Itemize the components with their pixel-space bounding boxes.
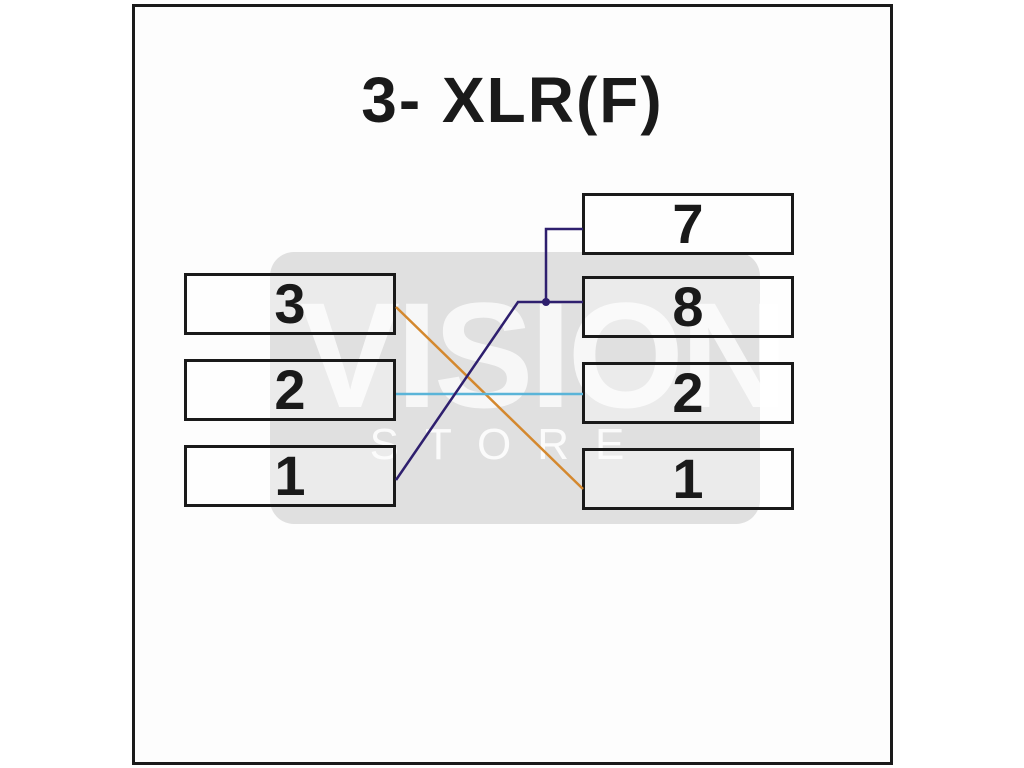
right-pin-label: 2	[672, 361, 704, 424]
diagram-title: 3- XLR(F)	[361, 64, 664, 136]
wire-junction-dot	[542, 298, 550, 306]
wire-left1-right8	[394, 300, 583, 481]
wire-left3-right1	[395, 306, 584, 490]
wire-right8-right7	[544, 227, 583, 302]
left-pin-2: 2	[184, 359, 396, 421]
left-pin-1: 1	[184, 445, 396, 507]
watermark-sub: STORE	[369, 420, 651, 469]
right-pin-label: 7	[672, 192, 704, 255]
watermark-logo	[270, 252, 760, 524]
right-pin-7: 7	[582, 193, 794, 255]
right-pin-1: 1	[582, 448, 794, 510]
right-pin-2: 2	[582, 362, 794, 424]
left-pin-label: 1	[274, 444, 306, 507]
right-pin-label: 8	[672, 275, 704, 338]
left-pin-label: 2	[274, 358, 306, 421]
right-pin-8: 8	[582, 276, 794, 338]
left-pin-label: 3	[274, 272, 306, 335]
right-pin-label: 1	[672, 447, 704, 510]
left-pin-3: 3	[184, 273, 396, 335]
